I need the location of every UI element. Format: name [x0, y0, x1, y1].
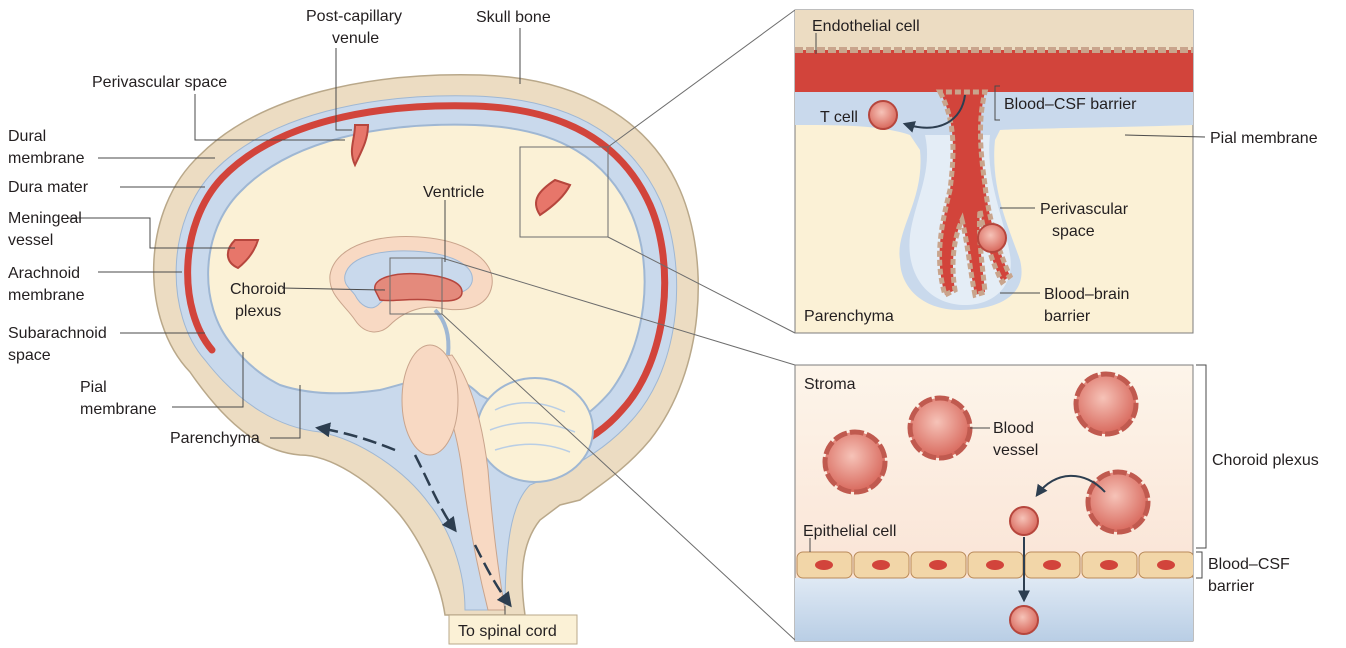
label-choroid-plexus: plexus: [235, 303, 281, 320]
label-ventricle: Ventricle: [423, 184, 484, 201]
label-perivascular-space-inset: space: [1052, 223, 1095, 240]
label-meningeal: Meningeal: [8, 210, 82, 227]
label-meningeal-vessel: vessel: [8, 232, 53, 249]
label-blood-csf-barrier-top: Blood–CSF barrier: [1004, 96, 1137, 113]
label-stroma: Stroma: [804, 376, 856, 393]
label-perivascular: Perivascular: [1040, 201, 1129, 218]
t-cell-in-vessel: [978, 224, 1006, 252]
label-blood: Blood: [993, 420, 1034, 437]
inset-choroid-plexus: Stroma Blood vessel Choroid plexus Epith…: [795, 365, 1319, 641]
label-blood-brain: Blood–brain: [1044, 286, 1129, 303]
label-pial-membrane-right: Pial membrane: [1210, 130, 1318, 147]
label-choroid-plexus-right: Choroid plexus: [1212, 452, 1319, 469]
label-pial: Pial: [80, 379, 107, 396]
label-parenchyma-inset: Parenchyma: [804, 308, 894, 325]
label-blood-csf: Blood–CSF: [1208, 556, 1290, 573]
label-blood-brain-barrier: barrier: [1044, 308, 1091, 325]
label-skull-bone: Skull bone: [476, 9, 551, 26]
label-arachnoid: Arachnoid: [8, 265, 80, 282]
label-post-capillary: Post-capillary: [306, 8, 402, 25]
label-dura-mater: Dura mater: [8, 179, 89, 196]
label-endothelial-cell: Endothelial cell: [812, 18, 920, 35]
inset-perivascular: Endothelial cell T cell Blood–CSF barrie…: [795, 10, 1318, 333]
label-subarachnoid: Subarachnoid: [8, 325, 107, 342]
label-epithelial-cell: Epithelial cell: [803, 523, 896, 540]
t-cell-top: [869, 101, 897, 129]
label-dural: Dural: [8, 128, 46, 145]
epithelial-cell-row: [797, 552, 1194, 578]
label-blood-csf-barrier-bottom: barrier: [1208, 578, 1255, 595]
label-dural-membrane: membrane: [8, 150, 85, 167]
label-pial-membrane: membrane: [80, 401, 157, 418]
label-choroid: Choroid: [230, 281, 286, 298]
t-cell-csf: [1010, 606, 1038, 634]
label-to-spinal-cord: To spinal cord: [458, 623, 557, 640]
label-blood-vessel: vessel: [993, 442, 1038, 459]
t-cell-stroma: [1010, 507, 1038, 535]
head-sagittal-section: [154, 75, 699, 615]
label-perivascular-space: Perivascular space: [92, 74, 227, 91]
label-t-cell: T cell: [820, 109, 858, 126]
label-subarachnoid-space: space: [8, 347, 51, 364]
label-arachnoid-membrane: membrane: [8, 287, 85, 304]
label-venule: venule: [332, 30, 379, 47]
cerebellum: [477, 378, 593, 482]
label-parenchyma: Parenchyma: [170, 430, 260, 447]
